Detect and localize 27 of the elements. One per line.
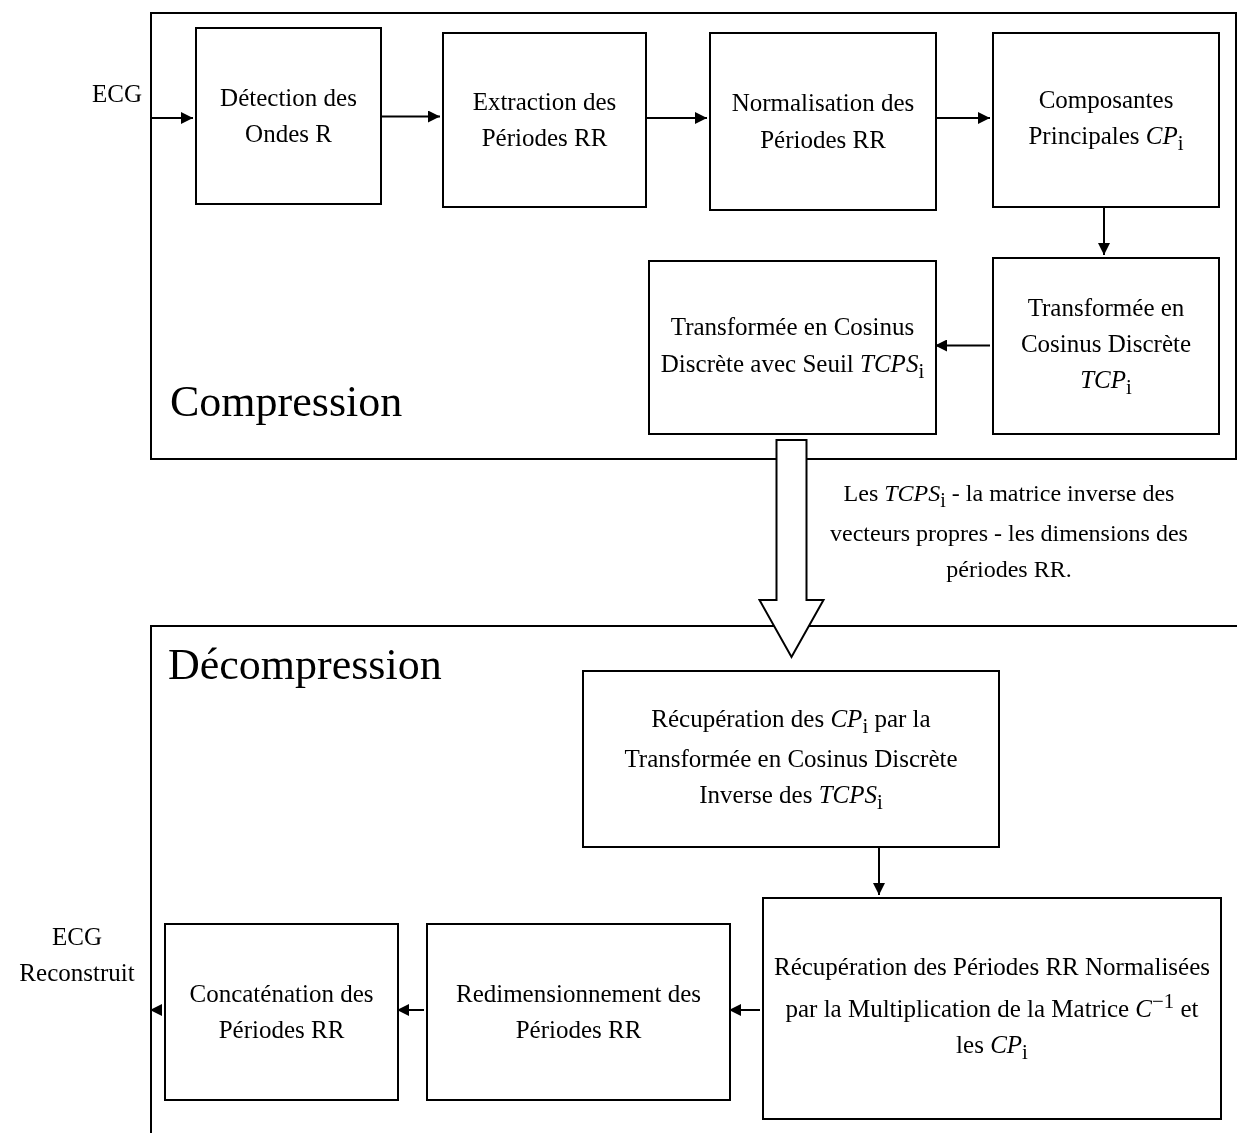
signal-label: ECG Reconstruit [4, 915, 150, 995]
arrow [873, 845, 885, 896]
section-frame [150, 625, 1237, 1133]
arrow [151, 112, 194, 124]
hollow-arrow [757, 439, 826, 660]
process-box: Récupération des Périodes RR Normalisées par la Multiplication de la Matrice C$^{−1}$ et les CP$_{i}$ [762, 897, 1222, 1120]
arrow [934, 112, 991, 124]
process-box: Extraction des Périodes RR [442, 32, 647, 208]
process-box: Détection des Ondes R [195, 27, 382, 205]
process-box: Concaténation des Périodes RR [164, 923, 399, 1101]
process-box: Normalisation des Périodes RR [709, 32, 937, 211]
arrow [934, 339, 991, 352]
section-frame [150, 12, 1237, 460]
signal-label: ECG [82, 74, 152, 114]
section-title: Compression [170, 376, 403, 427]
process-box: Transformée en Cosinus Discrète avec Seuil TCPS$_{i}$ [648, 260, 937, 435]
arrow [644, 112, 708, 124]
arrow [149, 1004, 163, 1016]
arrow [1098, 205, 1110, 256]
process-box: Redimensionnement des Périodes RR [426, 923, 731, 1101]
arrow [379, 110, 441, 123]
arrow [728, 1004, 761, 1016]
arrow [396, 1004, 425, 1016]
process-box: Récupération des CP$_{i}$ par la Transformée en Cosinus Discrète Inverse des TCPS$_{i}$ [582, 670, 1000, 848]
process-box: Transformée en Cosinus Discrète TCP$_{i}$ [992, 257, 1220, 435]
process-box: Composantes Principales CP$_{i}$ [992, 32, 1220, 208]
section-title: Décompression [168, 639, 442, 690]
